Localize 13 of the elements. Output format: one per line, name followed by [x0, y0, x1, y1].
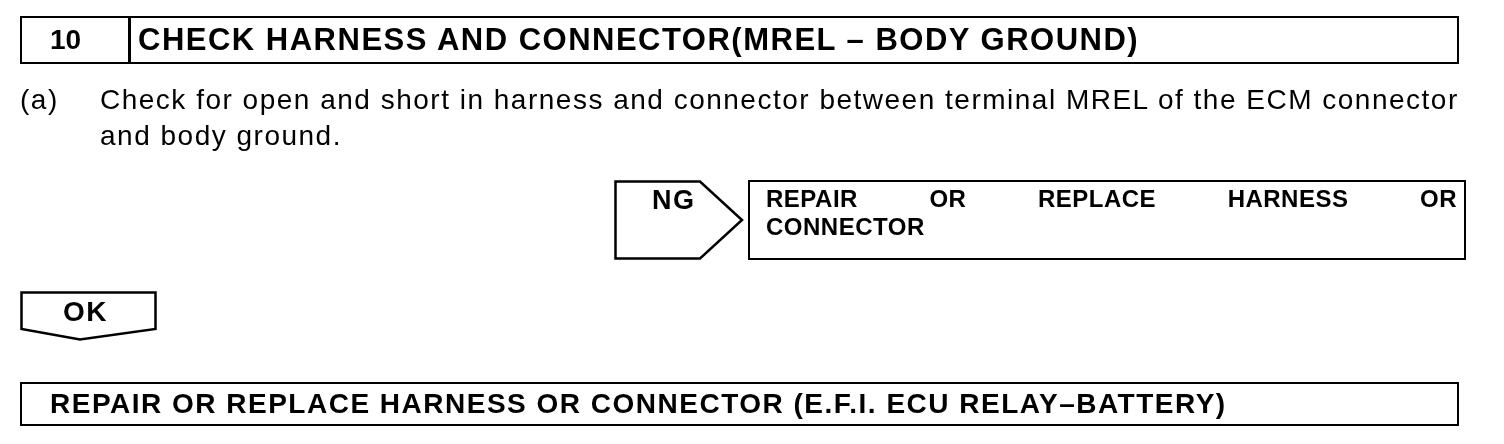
step-title: CHECK HARNESS AND CONNECTOR(MREL – BODY GROUND) [138, 22, 1140, 58]
step-number: 10 [50, 24, 82, 57]
repair-instruction: REPAIR OR REPLACE HARNESS OR CONNECTOR [766, 185, 1457, 241]
repair-box [748, 180, 1466, 260]
branch-arrow-tag [20, 291, 157, 341]
branch-label: NG [652, 185, 696, 217]
instruction-text: Check for open and short in harness and connector between terminal MREL of the ECM connector and body ground. [100, 83, 1460, 153]
branch-arrow-tag [614, 180, 744, 260]
repair-instruction: REPAIR OR REPLACE HARNESS OR CONNECTOR (E.F.I. ECU RELAY–BATTERY) [50, 388, 1227, 421]
step-header-box [20, 16, 1459, 64]
branch-label: OK [63, 296, 108, 329]
step-marker: (a) [20, 83, 59, 117]
repair-box [20, 382, 1459, 426]
